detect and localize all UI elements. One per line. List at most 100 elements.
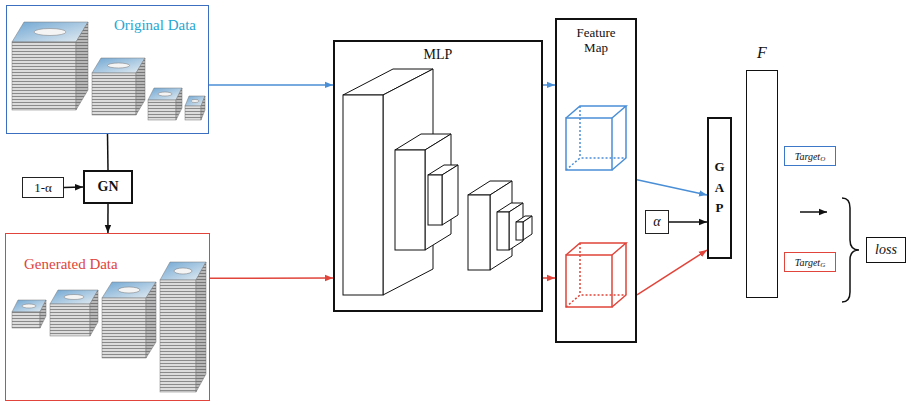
layer-block [497,203,523,250]
feature-cube [566,106,626,118]
layer-block [516,216,532,240]
layer-block [428,175,442,225]
layer-block [468,181,512,270]
image-stack [12,300,46,328]
layer-block [468,195,490,270]
feature-cube [566,158,626,170]
image-stack [92,73,136,115]
connector-arrow [543,84,555,86]
layer-block [343,95,383,295]
node-label: MLP [424,47,453,63]
feature-cube [566,118,612,170]
image-stack [40,300,46,328]
node-label: F [757,44,767,62]
image-stack [50,290,98,336]
brace [842,198,859,302]
layer-block [516,222,523,240]
node-label: Feature Map [565,26,627,56]
generator-box: GN [83,170,133,204]
feature-vector: F [746,70,778,298]
arrow-symbol [800,211,827,213]
node-label: loss [875,242,897,258]
image-stack [12,22,88,42]
node-label: Original Data [114,17,196,34]
image-stack [196,262,206,392]
image-stack [90,290,98,336]
data-box: Generated Data [5,233,210,401]
image-stack [12,312,40,328]
data-box: Original Data [6,5,209,134]
image-stack [174,268,192,274]
connector-arrow [107,204,109,233]
image-stack [102,298,146,358]
image-stack [50,290,98,304]
image-stack [176,88,182,120]
node-label: Target [795,151,820,162]
image-stack [34,29,66,36]
image-stack [160,280,196,392]
weight-box: α [645,210,669,234]
layer-block [523,216,532,240]
image-stack [64,295,84,300]
image-stack [92,58,145,115]
image-stack [12,42,76,110]
image-stack [146,282,156,358]
image-stack [185,106,201,120]
network-box: MLP [333,40,543,312]
feature-cube [566,243,626,255]
connector-arrow [107,134,109,170]
image-stack [22,304,36,308]
image-stack [160,262,206,392]
image-stack [185,96,205,120]
image-stack [158,92,172,96]
layer-block [497,212,509,250]
node-label: Target [795,257,820,268]
image-stack [201,96,205,120]
image-stack [108,63,130,68]
connector-arrow [637,250,707,295]
connector-arrow [637,180,707,195]
node-label: α [653,214,660,230]
layer-block [395,150,425,250]
connector-arrow [210,277,333,279]
feature-cube [612,243,626,307]
connector-arrow [64,186,83,188]
feature-cube [566,106,626,170]
feature-cube [612,106,626,170]
image-stack [136,58,145,115]
node-label: G [820,261,825,269]
feature-cube [566,255,612,307]
node-label: 1-α [34,180,52,196]
layer-block [442,165,458,225]
feature-cube [566,295,626,307]
image-stack [12,22,88,110]
pooling-box: GAP [707,117,732,259]
layer-block [383,69,433,295]
loss-box: loss [866,237,906,263]
feature-box: Feature Map [555,18,637,343]
node-label: GN [98,179,119,195]
input-box: 1-α [22,177,64,198]
layer-block [509,203,523,250]
layer-block [428,165,458,225]
image-stack [118,287,140,293]
image-stack [50,304,90,336]
feature-cube [579,243,581,295]
target-box: TargetG [784,252,836,272]
feature-cube [579,106,581,158]
image-stack [148,88,182,120]
layer-block [490,181,512,270]
node-label: Generated Data [24,256,118,273]
target-box: TargetO [784,146,836,166]
image-stack [102,282,156,358]
image-stack [148,100,176,120]
node-label: O [820,155,825,163]
image-stack [76,22,88,110]
layer-block [343,69,433,295]
connector-arrow [209,84,333,86]
image-stack [92,58,145,73]
